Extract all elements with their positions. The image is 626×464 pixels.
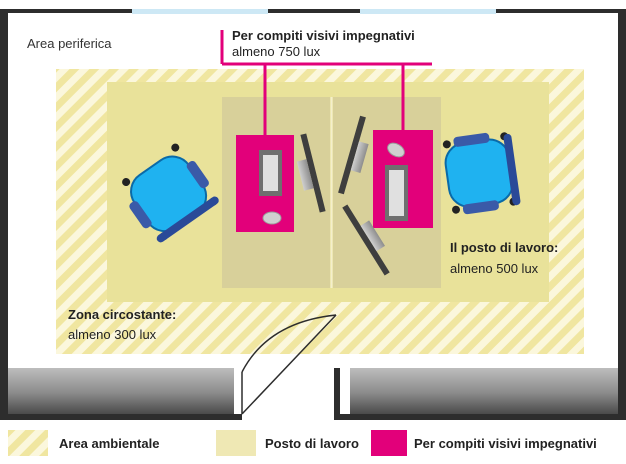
windows	[132, 9, 496, 14]
monitor-left-a	[296, 133, 326, 213]
posto-value: almeno 500 lux	[450, 261, 539, 276]
callout-title: Per compiti visivi impegnativi	[232, 28, 415, 43]
zona-title: Zona circostante:	[68, 307, 176, 322]
chair-right	[442, 132, 521, 215]
callout-lines	[220, 30, 432, 135]
cabinet-right	[350, 368, 618, 414]
legend-label-task: Per compiti visivi impegnativi	[414, 436, 597, 451]
legend-label-workplace: Posto di lavoro	[265, 436, 359, 451]
window-right	[360, 9, 496, 14]
area-periferica-label: Area periferica	[27, 36, 112, 51]
room-walls	[0, 9, 626, 420]
chair-left	[122, 143, 219, 243]
legend-swatch-workplace	[216, 430, 256, 456]
legend-swatch-ambient	[8, 430, 48, 456]
monitor-right-a	[338, 115, 369, 195]
zona-value: almeno 300 lux	[68, 327, 157, 342]
monitor-right-b	[342, 204, 390, 276]
cabinet-left	[8, 368, 234, 414]
callout-value: almeno 750 lux	[232, 44, 321, 59]
mouse-left	[262, 211, 282, 225]
legend-swatch-task	[371, 430, 407, 456]
legend-label-ambient: Area ambientale	[59, 436, 159, 451]
document-tray-right	[385, 165, 408, 221]
door	[241, 314, 337, 415]
document-tray-left	[259, 150, 282, 196]
mouse-right	[387, 142, 405, 158]
legend: Area ambientale Posto di lavoro Per comp…	[8, 430, 597, 456]
window-left	[132, 9, 268, 14]
posto-title: Il posto di lavoro:	[450, 240, 558, 255]
